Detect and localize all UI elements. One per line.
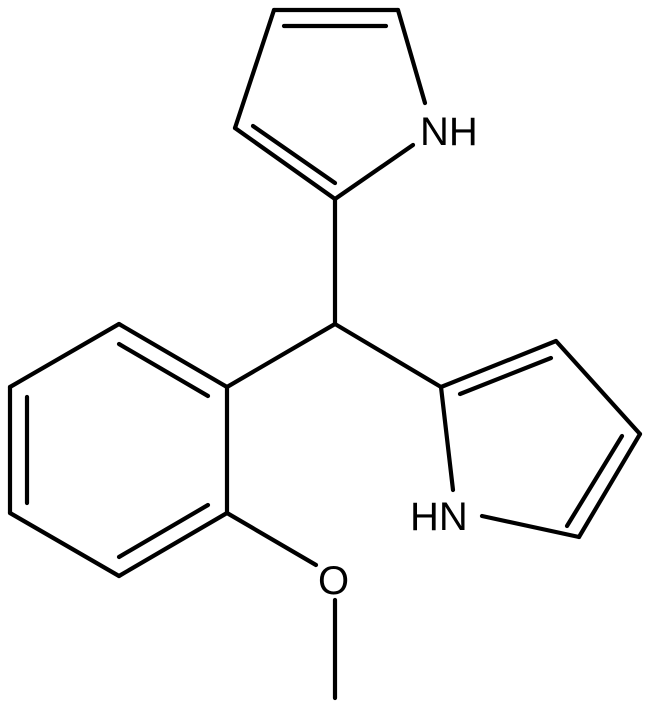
bond-benzene-c5-c6-inner — [116, 502, 211, 560]
bond-methine-to-lower-pyrrole — [332, 321, 444, 390]
bond-upper-pyrrole-n-c2 — [332, 142, 416, 202]
bond-methine-to-phenyl — [224, 321, 338, 390]
bond-lower-pyrrole-c5-n — [479, 513, 582, 540]
bond-benzene-c5-c6 — [116, 510, 230, 579]
bond-lower-pyrrole-c4-c5 — [576, 431, 643, 540]
bond-upper-pyrrole-c4-c3 — [232, 7, 277, 131]
bond-upper-pyrrole-c3-c2-inner — [250, 123, 338, 186]
bond-upper-pyrrole-c5-n — [395, 7, 428, 106]
bond-benzene-c2-c3 — [7, 321, 122, 390]
bond-aryl-to-oxygen — [224, 510, 319, 568]
atom-label-nh-upper: NH — [420, 110, 478, 154]
bond-lower-pyrrole-c2-c3 — [438, 338, 559, 390]
atom-label-oxygen: O — [318, 559, 349, 603]
bond-benzene-c4-c5 — [7, 510, 122, 579]
bond-lower-pyrrole-c4-c5-inner — [564, 433, 625, 529]
atom-label-nh-lower: HN — [410, 495, 468, 539]
bond-lower-pyrrole-c3-c4 — [553, 338, 643, 437]
bond-lower-pyrrole-c2-c3-inner — [457, 355, 554, 397]
bond-benzene-c1-c2-inner — [116, 341, 211, 399]
bond-benzene-c1-c2 — [116, 321, 230, 390]
bond-lower-pyrrole-n-c2 — [438, 384, 456, 493]
bond-upper-pyrrole-c3-c2 — [232, 125, 338, 202]
